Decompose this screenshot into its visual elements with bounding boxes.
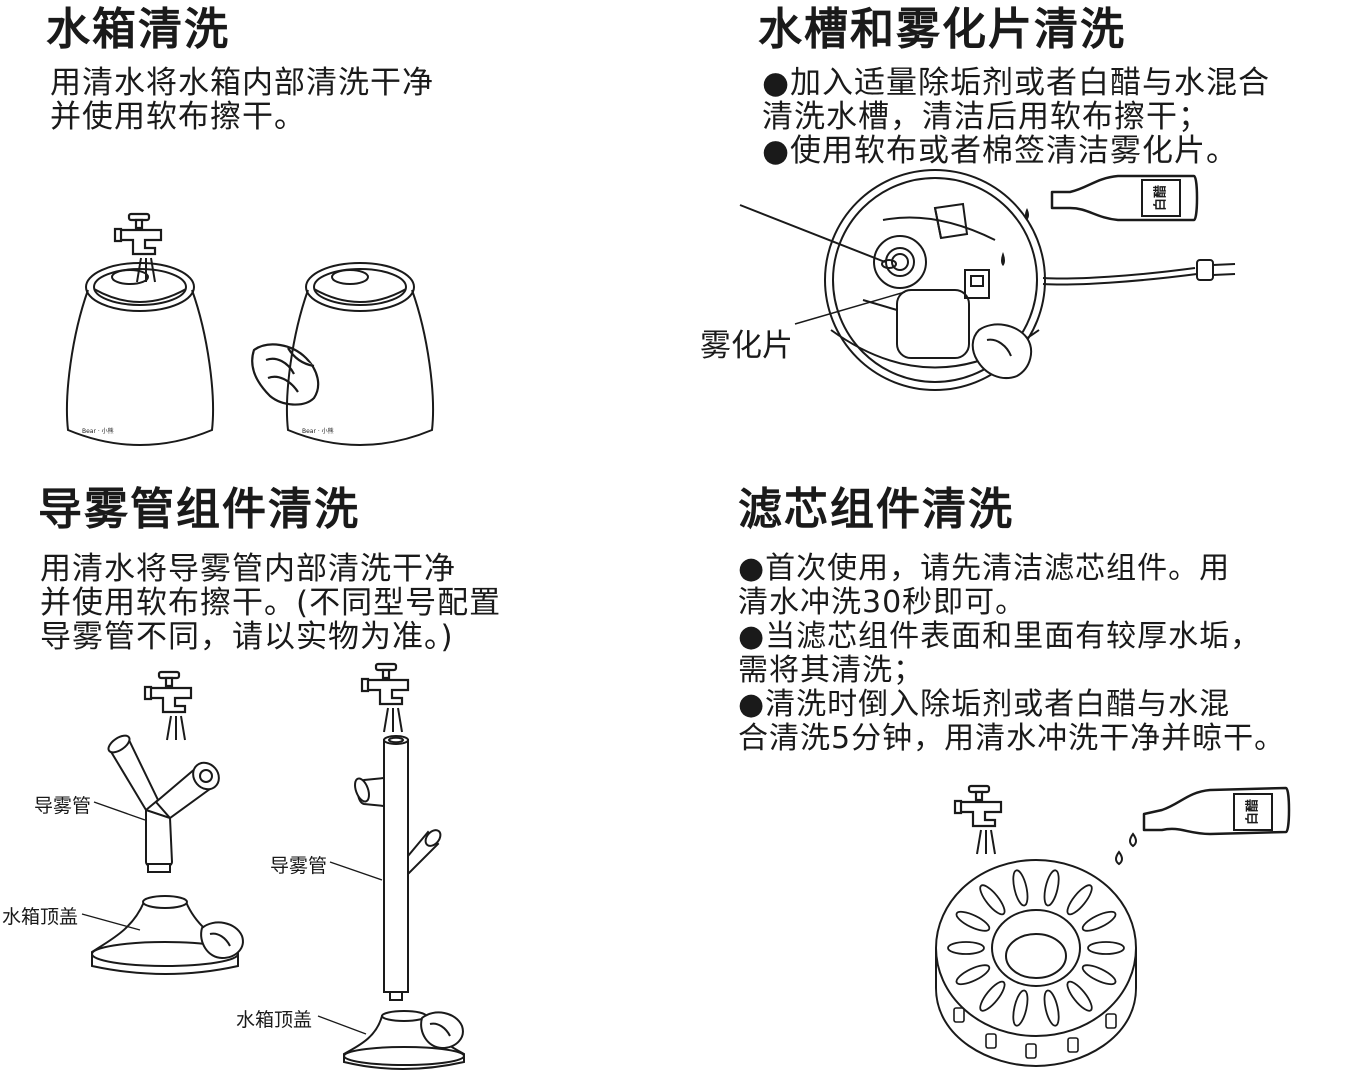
filter-slot bbox=[1064, 978, 1096, 1014]
text-line: 并使用软布擦干。(不同型号配置 bbox=[40, 585, 502, 621]
y-mist-pipe-illustration bbox=[88, 730, 248, 980]
text-line: 用清水将水箱内部清洗干净 bbox=[50, 65, 434, 101]
text-line: 清水冲洗30秒即可。 bbox=[738, 585, 1027, 620]
filter-slot bbox=[976, 978, 1008, 1014]
water-drop-icon bbox=[1105, 830, 1145, 880]
bottle-label: 白醋 bbox=[1245, 799, 1261, 825]
sink-atomizer-cleaning-title: 水槽和雾化片清洗 bbox=[758, 4, 1126, 55]
atomizer-label: 雾化片 bbox=[700, 328, 793, 364]
faucet-icon bbox=[115, 210, 175, 285]
filter-slot bbox=[1011, 869, 1031, 907]
filter-slot bbox=[1042, 869, 1062, 907]
cloth-icon bbox=[248, 340, 328, 410]
text-line: ●首次使用，请先清洁滤芯组件。用 bbox=[738, 551, 1231, 586]
filter-slot bbox=[1088, 942, 1124, 954]
filter-slot bbox=[1080, 908, 1118, 934]
tank-cleaning-text: 用清水将水箱内部清洗干净 并使用软布擦干。 bbox=[50, 66, 434, 134]
bottle-label: 白醋 bbox=[1153, 185, 1169, 211]
text-line: ●当滤芯组件表面和里面有较厚水垢， bbox=[738, 619, 1262, 654]
text-line: ●使用软布或者棉签清洁雾化片。 bbox=[762, 133, 1239, 169]
faucet-icon bbox=[145, 668, 205, 743]
text-line: 导雾管不同，请以实物为准。) bbox=[40, 619, 454, 655]
svg-text:Bear · 小熊: Bear · 小熊 bbox=[82, 427, 114, 435]
text-line: 清洗水槽，清洁后用软布擦干； bbox=[762, 99, 1210, 135]
filter-slot bbox=[1080, 961, 1118, 987]
mist-pipe-label: 导雾管 bbox=[270, 855, 328, 877]
filter-slot bbox=[1064, 882, 1096, 918]
mist-pipe-cleaning-title: 导雾管组件清洗 bbox=[38, 484, 360, 535]
tank-top-cover-label: 水箱顶盖 bbox=[2, 906, 79, 928]
sink-base-illustration bbox=[735, 180, 1255, 390]
water-tank-illustration: Bear · 小熊 bbox=[280, 255, 440, 460]
filter-slot bbox=[1011, 989, 1031, 1027]
tank-top-cover-label: 水箱顶盖 bbox=[236, 1009, 313, 1031]
filter-cartridge-illustration bbox=[930, 858, 1142, 1070]
filter-slot bbox=[948, 942, 984, 954]
text-line: 用清水将导雾管内部清洗干净 bbox=[40, 551, 456, 587]
svg-text:Bear · 小熊: Bear · 小熊 bbox=[302, 427, 334, 435]
vinegar-bottle-icon: 白醋 bbox=[1048, 172, 1200, 224]
mist-pipe-cleaning-text: 用清水将导雾管内部清洗干净 并使用软布擦干。(不同型号配置 导雾管不同，请以实物… bbox=[40, 552, 501, 654]
text-line: 并使用软布擦干。 bbox=[50, 99, 306, 135]
sink-atomizer-cleaning-text: ●加入适量除垢剂或者白醋与水混合 清洗水槽，清洁后用软布擦干； ●使用软布或者棉… bbox=[762, 66, 1270, 168]
filter-slot bbox=[976, 882, 1008, 918]
atomizer-leader-line bbox=[795, 290, 915, 330]
filter-slot bbox=[954, 961, 992, 987]
water-tank-illustration: Bear · 小熊 bbox=[60, 255, 220, 460]
faucet-icon bbox=[362, 660, 422, 735]
tank-cleaning-title: 水箱清洗 bbox=[46, 4, 230, 55]
filter-slot bbox=[1042, 989, 1062, 1027]
vinegar-bottle-icon: 白醋 bbox=[1140, 786, 1292, 838]
text-line: ●加入适量除垢剂或者白醋与水混合 bbox=[762, 65, 1271, 101]
filter-cleaning-title: 滤芯组件清洗 bbox=[738, 484, 1014, 535]
filter-slot bbox=[954, 908, 992, 934]
text-line: 合清洗5分钟，用清水冲洗干净并晾干。 bbox=[738, 721, 1286, 756]
text-line: 需将其清洗； bbox=[738, 653, 924, 688]
text-line: ●清洗时倒入除垢剂或者白醋与水混 bbox=[738, 687, 1231, 722]
faucet-icon bbox=[955, 782, 1015, 857]
straight-mist-pipe-illustration bbox=[338, 736, 478, 1072]
filter-cleaning-text: ●首次使用，请先清洁滤芯组件。用 清水冲洗30秒即可。 ●当滤芯组件表面和里面有… bbox=[738, 552, 1285, 756]
mist-pipe-label: 导雾管 bbox=[34, 795, 92, 817]
